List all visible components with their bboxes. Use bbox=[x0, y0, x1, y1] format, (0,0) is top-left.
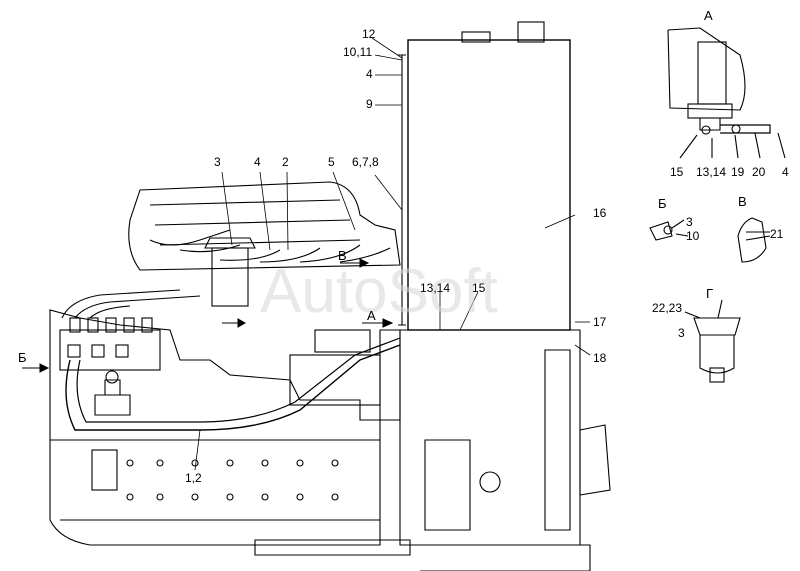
label-v-21: 21 bbox=[770, 227, 784, 241]
output-flange bbox=[579, 424, 611, 496]
injector-lines bbox=[149, 229, 391, 263]
label-10-11: 10,11 bbox=[343, 45, 372, 59]
view-label-b: Б bbox=[658, 196, 667, 211]
engine-block bbox=[49, 309, 401, 546]
view-label-v: В bbox=[738, 194, 747, 209]
label-6-7-8: 6,7,8 bbox=[352, 155, 379, 169]
label-3: 3 bbox=[214, 155, 221, 169]
label-15: 15 bbox=[472, 281, 486, 295]
view-label-a: А bbox=[704, 8, 713, 23]
gearbox-detail bbox=[424, 349, 571, 531]
engine-lower-frame bbox=[50, 439, 380, 521]
tank-cap bbox=[517, 21, 545, 43]
fuel-filter-cap bbox=[204, 237, 256, 249]
label-1-2: 1,2 bbox=[185, 471, 202, 485]
arrow-label-v: В bbox=[338, 248, 347, 263]
label-13-14: 13,14 bbox=[420, 281, 450, 295]
tank-strap bbox=[398, 54, 406, 326]
solenoid bbox=[314, 329, 371, 353]
detail-view-g bbox=[684, 299, 741, 383]
label-2: 2 bbox=[282, 155, 289, 169]
label-16: 16 bbox=[593, 206, 607, 220]
label-17: 17 bbox=[593, 315, 607, 329]
frame-bolts bbox=[126, 459, 339, 501]
label-b-3: 3 bbox=[686, 215, 693, 229]
tank-breather bbox=[461, 31, 491, 43]
pump-fittings bbox=[67, 317, 153, 358]
fuel-pump bbox=[59, 329, 161, 371]
detail-view-b bbox=[649, 219, 689, 241]
detail-view-a bbox=[667, 27, 786, 159]
pump-lines bbox=[61, 289, 201, 319]
fuel-line-main bbox=[65, 344, 401, 431]
base-rail bbox=[254, 539, 591, 571]
label-a-13-14: 13,14 bbox=[696, 165, 726, 179]
primary-filter bbox=[94, 379, 131, 416]
leader-lines bbox=[194, 37, 591, 471]
label-b-10: 10 bbox=[686, 229, 700, 243]
gearbox bbox=[399, 329, 581, 546]
label-4: 4 bbox=[254, 155, 261, 169]
label-g-3: 3 bbox=[678, 326, 685, 340]
fuel-line-secondary bbox=[76, 337, 401, 423]
watermark-text: AutoSoft bbox=[260, 257, 498, 326]
arrow-label-b: Б bbox=[18, 350, 27, 365]
label-12: 12 bbox=[362, 27, 376, 41]
direction-arrows bbox=[22, 258, 394, 373]
view-label-g: Г bbox=[706, 286, 713, 301]
frame-bracket bbox=[91, 449, 118, 491]
label-5: 5 bbox=[328, 155, 335, 169]
label-a-19: 19 bbox=[731, 165, 745, 179]
label-4-top: 4 bbox=[366, 67, 373, 81]
valve-cover-ribs bbox=[149, 199, 361, 246]
label-g-22-23: 22,23 bbox=[652, 301, 682, 315]
label-a-15: 15 bbox=[670, 165, 684, 179]
gearbox-plug bbox=[479, 471, 501, 493]
fuel-filter bbox=[211, 247, 249, 307]
arrow-label-a: А bbox=[367, 308, 376, 323]
label-18: 18 bbox=[593, 351, 607, 365]
starter-motor bbox=[289, 354, 381, 406]
valve-cover bbox=[128, 181, 401, 271]
label-9: 9 bbox=[366, 97, 373, 111]
label-a-4: 4 bbox=[782, 165, 789, 179]
detail-view-v bbox=[737, 217, 771, 263]
label-a-20: 20 bbox=[752, 165, 766, 179]
